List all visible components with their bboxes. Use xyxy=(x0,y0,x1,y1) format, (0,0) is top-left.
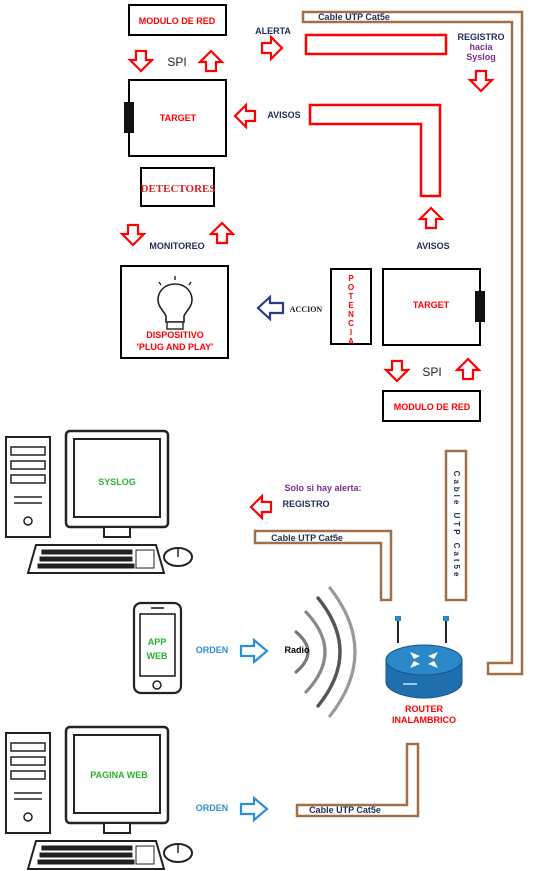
avisos-right-label: AVISOS xyxy=(416,241,449,251)
orden-web-label: ORDEN xyxy=(196,803,229,813)
top-target-box xyxy=(128,79,227,157)
cable-lines xyxy=(253,10,524,818)
dispositivo-line1: DISPOSITIVO xyxy=(146,330,204,340)
top-arrow-down-1 xyxy=(128,49,154,73)
top-arrow-up-2 xyxy=(209,221,235,245)
bottom-modulo-red-box xyxy=(382,390,481,422)
bottom-arrow-up xyxy=(455,357,481,381)
top-target-connector xyxy=(124,102,134,133)
registro-syslog-line3: Syslog xyxy=(466,52,496,62)
top-target-label: TARGET xyxy=(160,113,197,123)
orden-app-label: ORDEN xyxy=(196,645,229,655)
cable-top-label: Cable UTP Cat5e xyxy=(318,12,390,22)
flow-bars xyxy=(304,33,448,198)
potencia-letter: C xyxy=(348,319,354,328)
registro-flow: Solo si hay alerta: REGISTRO xyxy=(249,483,362,520)
avisos-top-arrow xyxy=(233,103,257,129)
orden-web-flow: ORDEN xyxy=(196,796,269,822)
cable-syslog-label: Cable UTP Cat5e xyxy=(271,533,343,543)
cable-vertical-label: Cable UTP Cat5e xyxy=(452,471,461,580)
bottom-target-connector xyxy=(475,291,485,322)
phone-device: APP WEB xyxy=(132,601,183,695)
orden-app-flow: ORDEN xyxy=(196,638,269,664)
registro-syslog-line2: hacia xyxy=(469,42,493,52)
potencia-letter: E xyxy=(348,301,354,310)
monitoreo-label: MONITOREO xyxy=(149,241,204,251)
registro-syslog-line1: REGISTRO xyxy=(457,32,504,42)
bottom-node: P O T E N C I A TARGET ACCION SPI MODULO… xyxy=(256,268,485,422)
top-flows: ALERTA REGISTRO hacia Syslog AVISOS AVIS… xyxy=(233,26,505,251)
syslog-label: SYSLOG xyxy=(98,477,136,487)
radio-label: Radio xyxy=(284,645,310,655)
radio-waves-icon xyxy=(294,586,357,718)
lightbulb-icon xyxy=(157,276,193,330)
cable-web-router xyxy=(295,742,420,818)
top-arrow-up-1 xyxy=(198,49,224,73)
router-icon xyxy=(385,616,463,699)
router-label-2: INALAMBRICO xyxy=(392,715,456,725)
registro-syslog-arrow xyxy=(468,69,494,93)
web-computer-icon xyxy=(4,725,194,871)
bottom-arrow-down xyxy=(384,359,410,383)
detectores-label: DETECTORES xyxy=(141,183,216,195)
syslog-computer-icon xyxy=(4,429,194,575)
cable-top-router xyxy=(301,10,524,676)
app-label-1: APP xyxy=(148,637,167,647)
top-modulo-red-label: MODULO DE RED xyxy=(139,16,216,26)
bottom-target-box xyxy=(382,268,481,346)
cable-syslog-router xyxy=(253,529,393,602)
top-arrow-down-2 xyxy=(120,223,146,247)
alerta-arrow xyxy=(260,35,284,61)
bottom-modulo-red-label: MODULO DE RED xyxy=(394,402,471,412)
pagina-web-label: PAGINA WEB xyxy=(90,770,148,780)
cable-vertical-router xyxy=(444,449,468,602)
alerta-bar xyxy=(304,33,448,56)
potencia-letter: O xyxy=(348,283,354,292)
svg-text:Cable UTP Cat5e: Cable UTP Cat5e xyxy=(452,471,461,580)
accion-arrow xyxy=(256,294,285,322)
cable-labels: Cable UTP Cat5e Cable UTP Cat5e Cable UT… xyxy=(271,12,461,815)
potencia-letter: A xyxy=(348,337,354,346)
top-modulo-red-box xyxy=(128,4,227,36)
cable-web-label: Cable UTP Cat5e xyxy=(309,805,381,815)
registro-arrow xyxy=(249,494,273,520)
avisos-right-arrow xyxy=(418,206,444,230)
orden-web-arrow xyxy=(239,796,269,822)
potencia-letter: T xyxy=(349,292,354,301)
potencia-box xyxy=(330,268,372,345)
web-computer: PAGINA WEB xyxy=(4,725,194,871)
detectores-box xyxy=(140,167,215,207)
bottom-spi-label: SPI xyxy=(422,365,441,379)
potencia-label: P O T E N C I A xyxy=(348,274,354,346)
bottom-target-label: TARGET xyxy=(413,300,450,310)
alerta-label: ALERTA xyxy=(255,26,291,36)
potencia-letter: I xyxy=(350,328,352,337)
app-label-2: WEB xyxy=(147,651,168,661)
dispositivo-line2: 'PLUG AND PLAY' xyxy=(137,342,214,352)
registro-label: REGISTRO xyxy=(282,499,329,509)
potencia-letter: P xyxy=(348,274,354,283)
syslog-computer: SYSLOG xyxy=(4,429,194,575)
accion-label: ACCION xyxy=(290,305,323,314)
avisos-top-label: AVISOS xyxy=(267,110,300,120)
avisos-bar xyxy=(308,103,442,198)
top-spi-label: SPI xyxy=(167,55,186,69)
potencia-letter: N xyxy=(348,310,354,319)
solo-alerta-label: Solo si hay alerta: xyxy=(284,483,361,493)
router-label-1: ROUTER xyxy=(405,704,444,714)
orden-app-arrow xyxy=(239,638,269,664)
top-node: MODULO DE RED SPI TARGET DETECTORES MONI… xyxy=(120,4,235,359)
